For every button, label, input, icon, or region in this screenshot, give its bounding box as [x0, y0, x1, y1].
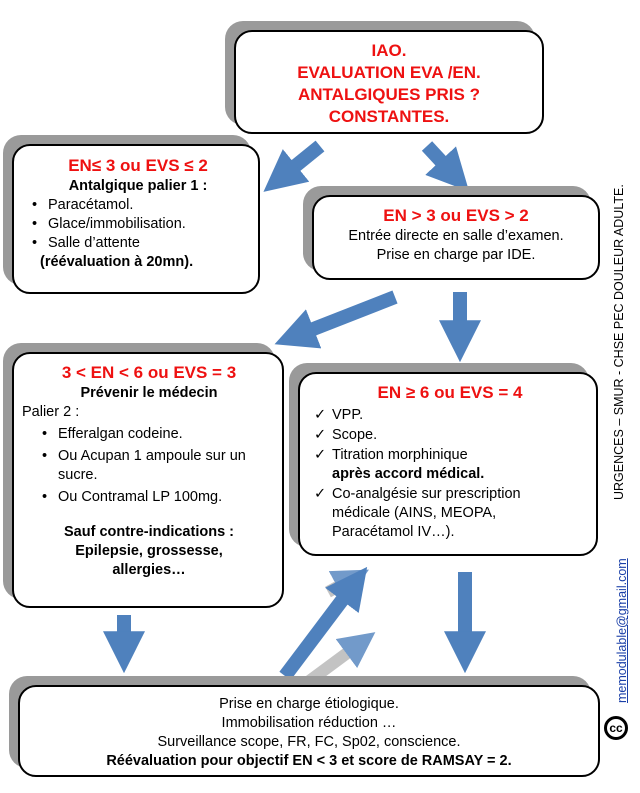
list-item: Co-analgésie sur prescription médicale (…	[312, 485, 588, 542]
iao-line: CONSTANTES.	[328, 107, 450, 126]
low-pain-list: Paracétamol. Glace/immobilisation. Salle…	[26, 196, 250, 253]
final-line: Immobilisation réduction …	[221, 715, 397, 731]
side-title: URGENCES – SMUR - CHSE PEC DOULEUR ADULT…	[612, 184, 626, 500]
mid-high-box: EN > 3 ou EVS > 2 Entrée directe en sall…	[312, 195, 600, 280]
low-pain-box: EN≤ 3 ou EVS ≤ 2 Antalgique palier 1 : P…	[12, 144, 260, 294]
arrow-midhigh-to-moderate	[274, 290, 398, 349]
list-item: VPP.	[312, 406, 588, 425]
severe-pain-box: EN ≥ 6 ou EVS = 4 VPP. Scope. Titration …	[298, 372, 598, 556]
list-item: Salle d’attente	[26, 234, 250, 253]
final-line: Surveillance scope, FR, FC, Sp02, consci…	[157, 734, 461, 750]
moderate-subtitle: Prévenir le médecin	[80, 385, 218, 401]
list-item: Efferalgan codeine.	[36, 425, 276, 444]
arrow-final-to-severe	[279, 566, 368, 681]
moderate-palier: Palier 2 :	[22, 404, 80, 420]
contra-title: Sauf contre-indications :	[64, 524, 234, 540]
iao-line: ANTALGIQUES PRIS ?	[298, 85, 480, 104]
moderate-title: 3 < EN < 6 ou EVS = 3	[61, 363, 237, 382]
low-pain-footer: (réévaluation à 20mn).	[40, 254, 194, 270]
arrow-iao-to-midhigh	[421, 141, 470, 192]
moderate-pain-box: 3 < EN < 6 ou EVS = 3 Prévenir le médeci…	[12, 352, 284, 608]
iao-line: EVALUATION EVA /EN.	[297, 63, 481, 82]
low-pain-title: EN≤ 3 ou EVS ≤ 2	[68, 156, 208, 175]
cc-license-icon: cc	[604, 716, 628, 740]
moderate-list: Efferalgan codeine. Ou Acupan 1 ampoule …	[22, 425, 276, 507]
list-item: Titration morphinique après accord médic…	[312, 446, 588, 484]
contra-line: Epilepsie, grossesse,	[75, 543, 223, 559]
iao-line: IAO.	[371, 41, 407, 60]
mid-high-title: EN > 3 ou EVS > 2	[383, 206, 529, 225]
final-box: Prise en charge étiologique. Immobilisat…	[18, 685, 600, 777]
email-link[interactable]: memodulable@gmail.com	[615, 558, 629, 703]
iao-box: IAO. EVALUATION EVA /EN. ANTALGIQUES PRI…	[234, 30, 544, 134]
final-bold-line: Réévaluation pour objectif EN < 3 et sco…	[106, 753, 512, 769]
titration-text: Titration morphinique	[332, 447, 468, 463]
list-item: Ou Contramal LP 100mg.	[36, 488, 276, 507]
titration-bold: après accord médical.	[332, 466, 485, 482]
arrow-iao-to-low	[263, 140, 325, 192]
contra-line: allergies…	[112, 562, 186, 578]
list-item: Ou Acupan 1 ampoule sur un sucre.	[36, 447, 276, 485]
list-item: Scope.	[312, 426, 588, 445]
list-item: Glace/immobilisation.	[26, 215, 250, 234]
mid-high-line: Prise en charge par IDE.	[376, 247, 536, 263]
final-line: Prise en charge étiologique.	[219, 696, 399, 712]
mid-high-line: Entrée directe en salle d’examen.	[348, 228, 564, 244]
severe-list: VPP. Scope. Titration morphinique après …	[312, 406, 588, 542]
low-pain-subtitle: Antalgique palier 1 :	[68, 178, 208, 194]
severe-title: EN ≥ 6 ou EVS = 4	[377, 383, 523, 402]
list-item: Paracétamol.	[26, 196, 250, 215]
